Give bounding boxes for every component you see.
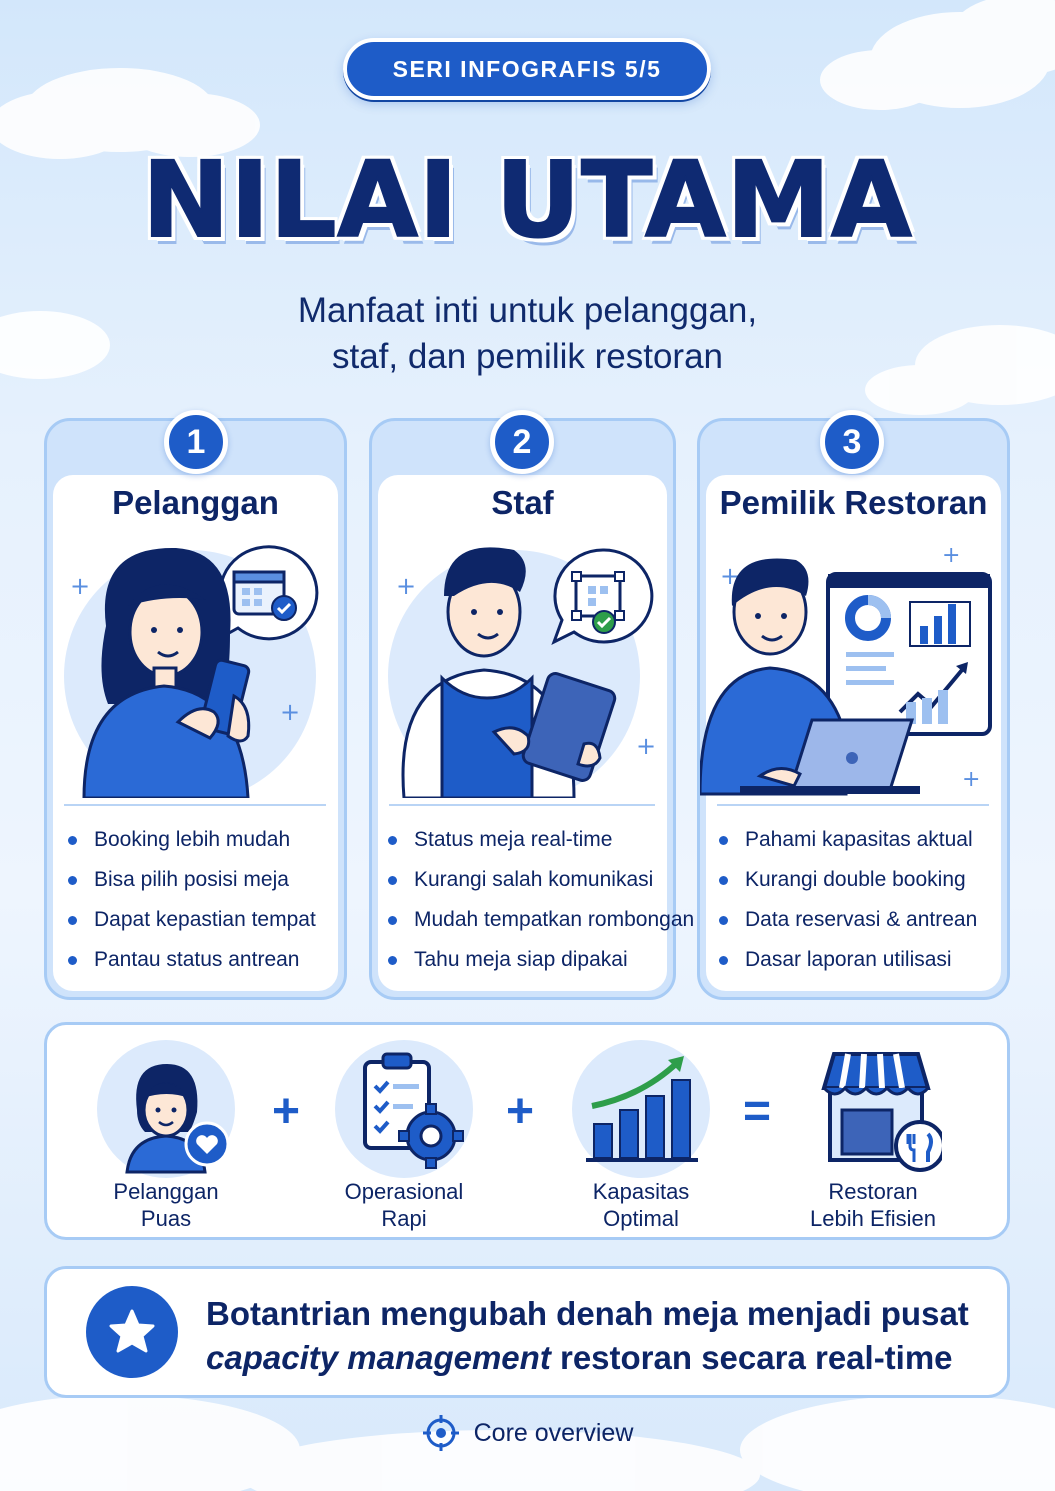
label-line: Operasional (344, 1179, 464, 1204)
customer-booking-illustration: + + (64, 545, 319, 798)
label-line: Optimal (603, 1206, 679, 1231)
list-item: Pantau status antrean (66, 943, 316, 983)
subtitle-line: Manfaat inti untuk pelanggan, (297, 291, 758, 330)
staff-tablet-illustration: + + (388, 547, 656, 798)
summary-line: Botantrian mengubah denah meja menjadi p… (206, 1295, 969, 1332)
growth-bar-chart-icon (572, 1040, 710, 1178)
clipboard-gear-icon (335, 1040, 473, 1178)
equation-item-operasional-rapi: Operasional Rapi (319, 1040, 489, 1232)
bullet-list-pelanggan: Booking lebih mudah Bisa pilih posisi me… (66, 823, 316, 983)
analytics-dashboard-icon (826, 572, 992, 736)
restaurant-store-icon (804, 1040, 946, 1178)
number-badge-3: 3 (820, 410, 884, 474)
summary-emphasis: capacity management (206, 1339, 551, 1376)
svg-text:+: + (396, 572, 416, 600)
equation-label: Kapasitas Optimal (556, 1178, 726, 1232)
star-icon (86, 1286, 178, 1378)
footer-label: Core overview (473, 1418, 634, 1447)
happy-customer-heart-icon (97, 1040, 235, 1178)
table-layout-check-icon (551, 548, 654, 646)
list-item: Dasar laporan utilisasi (717, 943, 977, 983)
svg-text:+: + (962, 767, 980, 792)
number-badge-2: 2 (490, 410, 554, 474)
equals-operator: = (742, 1085, 772, 1138)
bullet-list-staf: Status meja real-time Kurangi salah komu… (386, 823, 694, 983)
card-divider (389, 804, 655, 806)
footer: Core overview (0, 1414, 1055, 1452)
card-title-staf: Staf (491, 484, 554, 521)
list-item: Pahami kapasitas aktual (717, 823, 977, 863)
summary-line: capacity management restoran secara real… (206, 1336, 996, 1380)
list-item: Tahu meja siap dipakai (386, 943, 694, 983)
equation-item-restoran-efisien: Restoran Lebih Efisien (788, 1040, 958, 1232)
equation-label: Restoran Lebih Efisien (788, 1178, 958, 1232)
list-item: Kurangi double booking (717, 863, 977, 903)
card-title-pemilik-restoran: Pemilik Restoran (719, 484, 988, 521)
summary-text: Botantrian mengubah denah meja menjadi p… (206, 1292, 996, 1380)
calendar-check-icon (217, 545, 319, 642)
svg-text:+: + (70, 572, 90, 600)
svg-text:+: + (636, 732, 656, 760)
list-item: Booking lebih mudah (66, 823, 316, 863)
list-item: Data reservasi & antrean (717, 903, 977, 943)
bullet-list-pemilik-restoran: Pahami kapasitas aktual Kurangi double b… (717, 823, 977, 983)
summary-line-rest: restoran secara real-time (550, 1339, 953, 1376)
label-line: Restoran (828, 1179, 918, 1204)
list-item: Bisa pilih posisi meja (66, 863, 316, 903)
card-divider (64, 804, 326, 806)
equation-label: Pelanggan Puas (81, 1178, 251, 1232)
svg-text:+: + (942, 543, 960, 568)
plus-operator: + (505, 1085, 535, 1138)
equation-item-kapasitas-optimal: Kapasitas Optimal (556, 1040, 726, 1232)
list-item: Kurangi salah komunikasi (386, 863, 694, 903)
card-title-pelanggan: Pelanggan (112, 484, 279, 521)
label-line: Rapi (381, 1206, 427, 1231)
series-badge: SERI INFOGRAFIS 5/5 (343, 38, 711, 100)
subtitle-line: staf, dan pemilik restoran (331, 337, 723, 376)
page-title: NILAI UTAMA (141, 139, 913, 261)
list-item: Mudah tempatkan rombongan (386, 903, 694, 943)
label-line: Lebih Efisien (810, 1206, 936, 1231)
equation-label: Operasional Rapi (319, 1178, 489, 1232)
target-icon (422, 1415, 459, 1451)
label-line: Pelanggan (113, 1179, 219, 1204)
label-line: Kapasitas (592, 1179, 690, 1204)
list-item: Status meja real-time (386, 823, 694, 863)
equation-item-pelanggan-puas: Pelanggan Puas (81, 1040, 251, 1232)
owner-dashboard-illustration: + + + (700, 543, 992, 796)
number-badge-1: 1 (164, 410, 228, 474)
label-line: Puas (140, 1206, 192, 1231)
svg-text:+: + (280, 698, 300, 726)
card-divider (717, 804, 989, 806)
page-subtitle: Manfaat inti untuk pelanggan, staf, dan … (0, 288, 1055, 380)
list-item: Dapat kepastian tempat (66, 903, 316, 943)
summary-panel (44, 1266, 1010, 1398)
plus-operator: + (271, 1085, 301, 1138)
